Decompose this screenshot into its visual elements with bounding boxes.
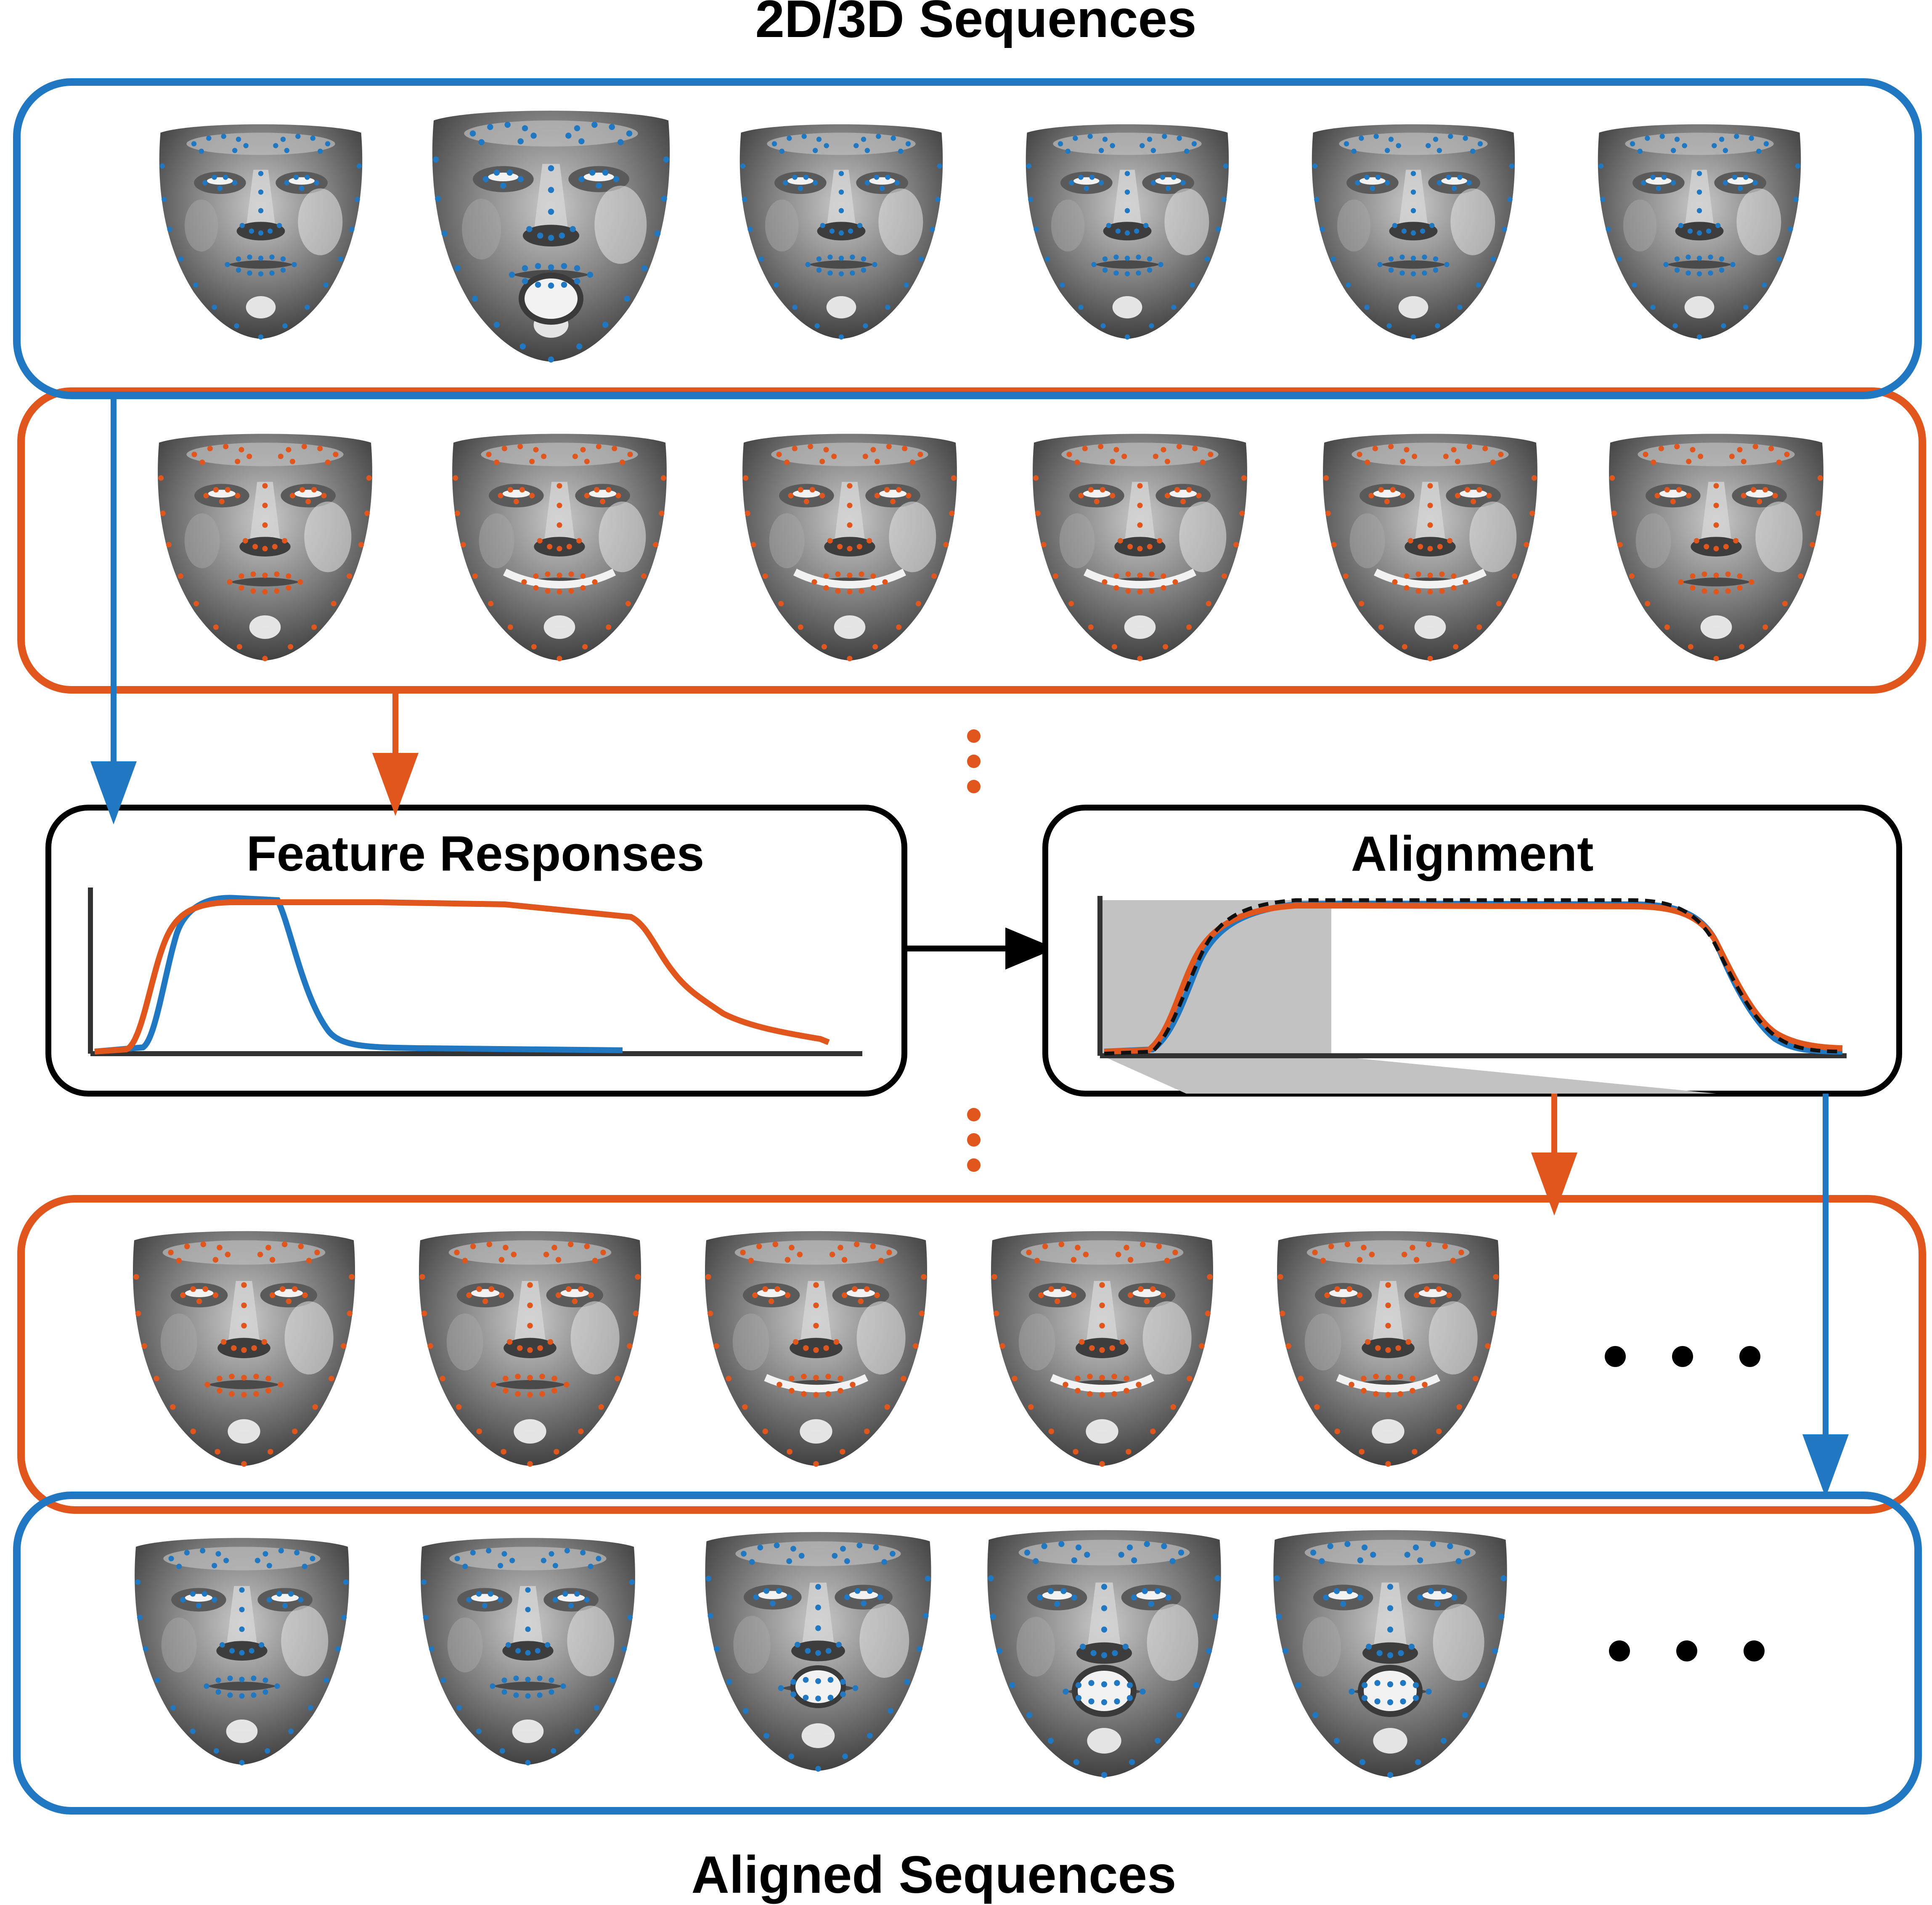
template-curve (1104, 898, 1843, 1056)
face-frame (421, 1538, 635, 1766)
face-frame-smile (1323, 434, 1537, 662)
face-frame (1598, 124, 1801, 340)
face-frame (133, 1231, 355, 1467)
arrow-seq-b-to-features (372, 690, 419, 816)
arrow-alignment-to-aligned-a (1802, 1094, 1849, 1497)
face-frame (159, 124, 363, 340)
continuation-dots (1609, 1640, 1765, 1661)
selected-window-shade (1102, 900, 1331, 1054)
face-frame-smile (991, 1231, 1214, 1467)
feature-responses-panel: Feature Responses (45, 805, 907, 1097)
face-frame-smile (1277, 1231, 1500, 1467)
face-frame-mouth-open (432, 111, 670, 363)
series-b-curve (94, 899, 830, 1055)
alignment-panel: Alignment (1042, 805, 1902, 1097)
face-frame (419, 1231, 641, 1467)
face-frame-smile (1033, 434, 1247, 662)
figure-title: 2D/3D Sequences (755, 0, 1196, 48)
face-frame (1312, 124, 1515, 340)
face-frame (1026, 124, 1229, 340)
input-sequence-b (158, 434, 1823, 662)
face-frame-smile (705, 1231, 928, 1467)
face-frame (135, 1538, 349, 1766)
continuation-dots-vertical (967, 729, 981, 1172)
aligned-sequence-a (135, 1530, 1765, 1778)
alignment-title: Alignment (1351, 826, 1594, 882)
aligned-sequence-b (133, 1231, 1760, 1467)
face-frame-smile (452, 434, 667, 662)
continuation-dots (1605, 1346, 1760, 1367)
input-sequence-a-frame (13, 78, 1922, 399)
face-frame (739, 124, 943, 340)
arrow-alignment-to-aligned-b (1531, 1094, 1577, 1216)
face-frame-mouth-open (1273, 1530, 1507, 1778)
face-frame (1609, 434, 1823, 662)
feature-responses-title: Feature Responses (246, 826, 705, 882)
aligned-sequence-b-frame (17, 1195, 1926, 1514)
aligned-sequence-a-frame (13, 1492, 1922, 1815)
projection-shade (1102, 1056, 1716, 1094)
aligned-series-b-curve (1104, 903, 1843, 1055)
arrow-seq-a-to-features (90, 395, 137, 824)
input-sequence-a (159, 111, 1801, 363)
input-sequence-b-frame (17, 387, 1926, 694)
face-frame-smile (742, 434, 957, 662)
face-frame-mouth-open (705, 1532, 931, 1772)
footer-title: Aligned Sequences (691, 1846, 1176, 1904)
flow-arrow (904, 927, 1056, 970)
face-frame-mouth-open (987, 1530, 1221, 1778)
face-frame (158, 434, 372, 662)
